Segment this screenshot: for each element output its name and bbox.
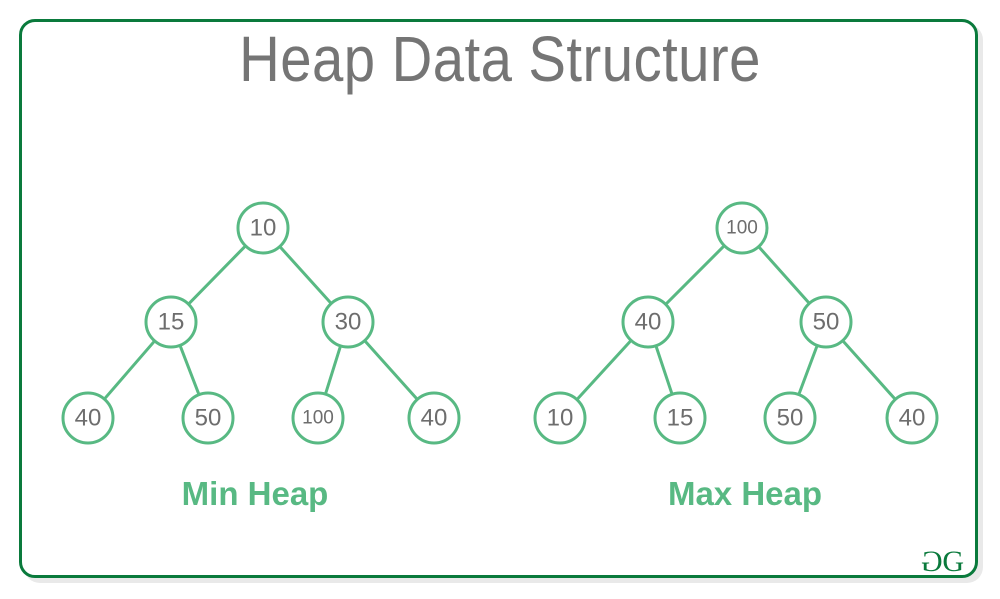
tree-edge [797, 345, 819, 395]
geeksforgeeks-logo: GG [920, 545, 964, 578]
tree-node[interactable]: 50 [181, 391, 235, 445]
tree-edge [842, 340, 896, 400]
max-heap-label: Max Heap [667, 475, 823, 512]
tree-node-value: 100 [726, 218, 758, 239]
tree-node-circle [885, 391, 939, 445]
tree-node[interactable]: 10 [533, 391, 587, 445]
tree-node[interactable]: 15 [144, 295, 198, 349]
tree-edge [188, 245, 246, 305]
tree-edge [324, 346, 342, 394]
tree-node[interactable]: 50 [763, 391, 817, 445]
tree-node-value: 40 [635, 309, 662, 336]
tree-edge [104, 340, 155, 400]
tree-node[interactable]: 10 [236, 201, 290, 255]
tree-node-value: 30 [335, 309, 362, 336]
tree-node[interactable]: 50 [799, 295, 853, 349]
tree-node-value: 40 [421, 405, 448, 432]
tree-node-circle [763, 391, 817, 445]
tree-node-circle [653, 391, 707, 445]
tree-node-value: 15 [158, 309, 185, 336]
tree-node[interactable]: 40 [621, 295, 675, 349]
tree-node-value: 100 [302, 408, 334, 429]
tree-node[interactable]: 40 [61, 391, 115, 445]
nodes-layer: 10 15 30 40 50 100 40 100 40 50 10 15 50 40 [61, 201, 939, 445]
tree-node-circle [236, 201, 290, 255]
tree-node-value: 50 [813, 309, 840, 336]
logo-glyph-right: G [942, 545, 964, 578]
tree-node-value: 40 [75, 405, 102, 432]
tree-edge [758, 246, 810, 304]
tree-node-value: 15 [667, 405, 694, 432]
tree-node[interactable]: 40 [885, 391, 939, 445]
tree-node-circle [144, 295, 198, 349]
tree-edge [576, 340, 632, 400]
tree-edge [364, 340, 418, 400]
tree-node-value: 50 [195, 405, 222, 432]
tree-node[interactable]: 30 [321, 295, 375, 349]
tree-node[interactable]: 100 [291, 391, 345, 445]
tree-node-value: 50 [777, 405, 804, 432]
tree-node[interactable]: 15 [653, 391, 707, 445]
tree-node-value: 10 [547, 405, 574, 432]
logo-glyph-left: G [920, 545, 943, 578]
tree-edge [655, 346, 673, 394]
tree-node-circle [407, 391, 461, 445]
tree-edge [279, 246, 332, 304]
tree-edge [179, 345, 200, 395]
tree-node-value: 10 [250, 215, 277, 242]
tree-node-circle [799, 295, 853, 349]
tree-node-circle [533, 391, 587, 445]
min-heap-label: Min Heap [181, 475, 329, 512]
tree-node-value: 40 [899, 405, 926, 432]
tree-node-circle [321, 295, 375, 349]
tree-node-circle [715, 201, 769, 255]
tree-node-circle [61, 391, 115, 445]
tree-node-circle [621, 295, 675, 349]
tree-node-circle [181, 391, 235, 445]
tree-node-circle [291, 391, 345, 445]
tree-edge [665, 245, 725, 305]
tree-node[interactable]: 100 [715, 201, 769, 255]
tree-node[interactable]: 40 [407, 391, 461, 445]
edges-layer [104, 245, 896, 400]
page-title: Heap Data Structure [239, 23, 761, 95]
